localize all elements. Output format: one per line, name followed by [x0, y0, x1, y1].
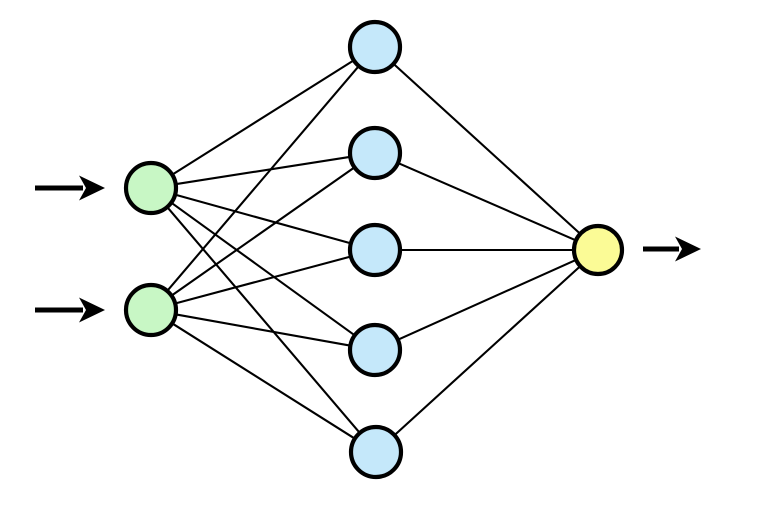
- input-arrow-2-head: [79, 297, 105, 323]
- hidden-node-2[interactable]: [347, 125, 403, 181]
- hidden-node-4[interactable]: [347, 322, 403, 378]
- edge-i1-to-h2: [173, 155, 353, 186]
- output-arrow-1-head: [675, 236, 701, 262]
- layer-input: [123, 160, 179, 338]
- layer-hidden: [347, 19, 404, 480]
- input-arrow-2: [35, 297, 105, 323]
- hidden-node-3[interactable]: [347, 222, 403, 278]
- edge-h4-to-o1: [395, 258, 579, 342]
- nodes-group: [123, 19, 625, 480]
- edge-i1-to-h5: [165, 205, 362, 435]
- io-arrows-group: [35, 175, 701, 323]
- output-node-1[interactable]: [571, 223, 625, 277]
- edge-i1-to-h4: [169, 201, 357, 337]
- layer-output: [571, 223, 625, 277]
- input-node-2[interactable]: [123, 282, 179, 338]
- edge-i1-to-h1: [170, 58, 356, 177]
- edge-i1-to-h3: [173, 193, 353, 245]
- edge-i2-to-h2: [169, 165, 357, 298]
- input-arrow-1-head: [79, 175, 105, 201]
- edge-h2-to-o1: [395, 161, 578, 242]
- input-node-1[interactable]: [123, 160, 179, 216]
- edge-i2-to-h5: [170, 321, 357, 441]
- hidden-node-1[interactable]: [347, 19, 403, 75]
- edge-i2-to-h3: [173, 255, 353, 305]
- edges-group: [165, 58, 583, 441]
- edge-h5-to-o1: [392, 264, 583, 437]
- edge-h1-to-o1: [391, 62, 583, 236]
- edge-i2-to-h1: [165, 64, 361, 293]
- hidden-node-5[interactable]: [348, 424, 404, 480]
- output-arrow-1: [643, 236, 701, 262]
- edge-i2-to-h4: [173, 313, 353, 347]
- input-arrow-1: [35, 175, 105, 201]
